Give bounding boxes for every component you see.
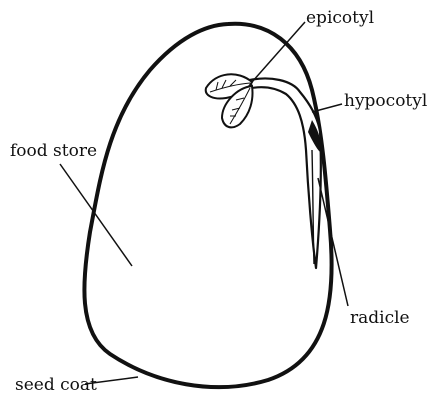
label-food-store: food store: [10, 143, 97, 160]
label-epicotyl: epicotyl: [306, 10, 374, 27]
hypocotyl-radicle: [250, 79, 321, 269]
food-store-leader-line: [60, 164, 132, 266]
label-hypocotyl: hypocotyl: [344, 93, 427, 110]
label-seed-coat: seed coat: [15, 377, 97, 394]
label-radicle: radicle: [350, 310, 410, 327]
seed-coat-outline: [84, 24, 331, 387]
epicotyl-leader-line: [252, 22, 305, 82]
radicle-leader-line: [318, 178, 348, 306]
